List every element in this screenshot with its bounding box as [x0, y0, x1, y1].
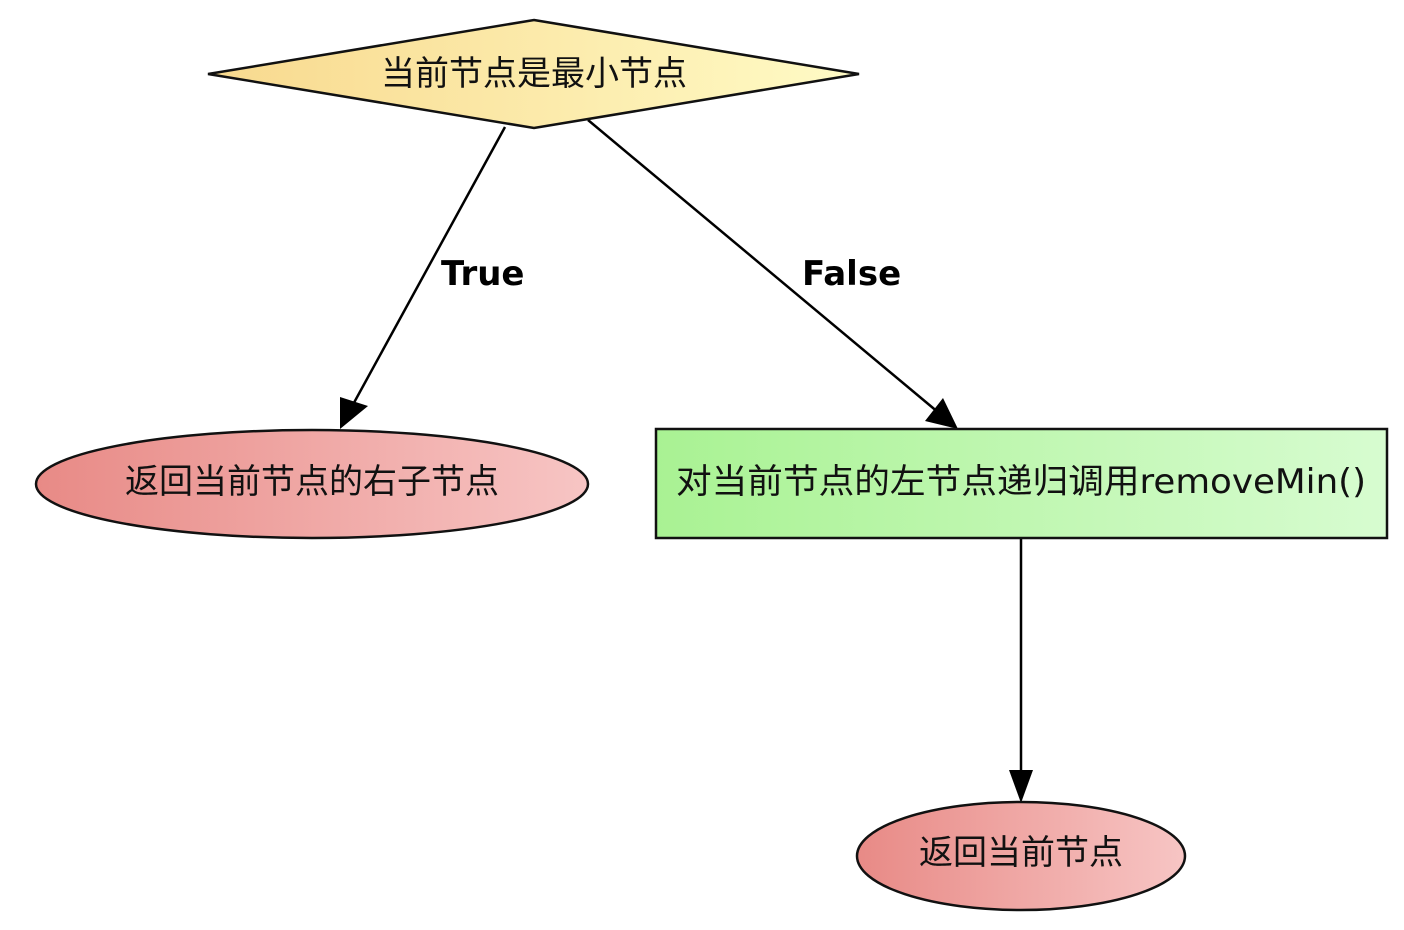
false-edge-label: False: [802, 254, 901, 294]
return-right-ellipse: [34, 428, 590, 540]
decision-label: 当前节点是最小节点: [381, 54, 687, 94]
true-edge-label: True: [441, 254, 525, 294]
return-right-node: 返回当前节点的右子节点: [34, 428, 590, 540]
edge-false: [587, 119, 958, 429]
return-current-node: 返回当前节点: [855, 800, 1187, 912]
arrowhead-false: [925, 398, 958, 429]
decision-node: 当前节点是最小节点: [207, 18, 860, 130]
return-right-label: 返回当前节点的右子节点: [125, 462, 499, 502]
return-current-ellipse: [855, 800, 1187, 912]
recurse-left-label: 对当前节点的左节点递归调用removeMin(): [676, 462, 1366, 502]
edge-true: [340, 126, 507, 429]
recurse-left-node: 对当前节点的左节点递归调用removeMin(): [654, 427, 1389, 540]
arrowhead-down: [1009, 770, 1033, 803]
decision-diamond-shape: [207, 18, 860, 130]
return-current-label: 返回当前节点: [919, 833, 1123, 873]
arrowhead-true: [340, 397, 368, 429]
edge-recurse-to-return: [1009, 538, 1033, 803]
recurse-left-rect: [654, 427, 1389, 540]
